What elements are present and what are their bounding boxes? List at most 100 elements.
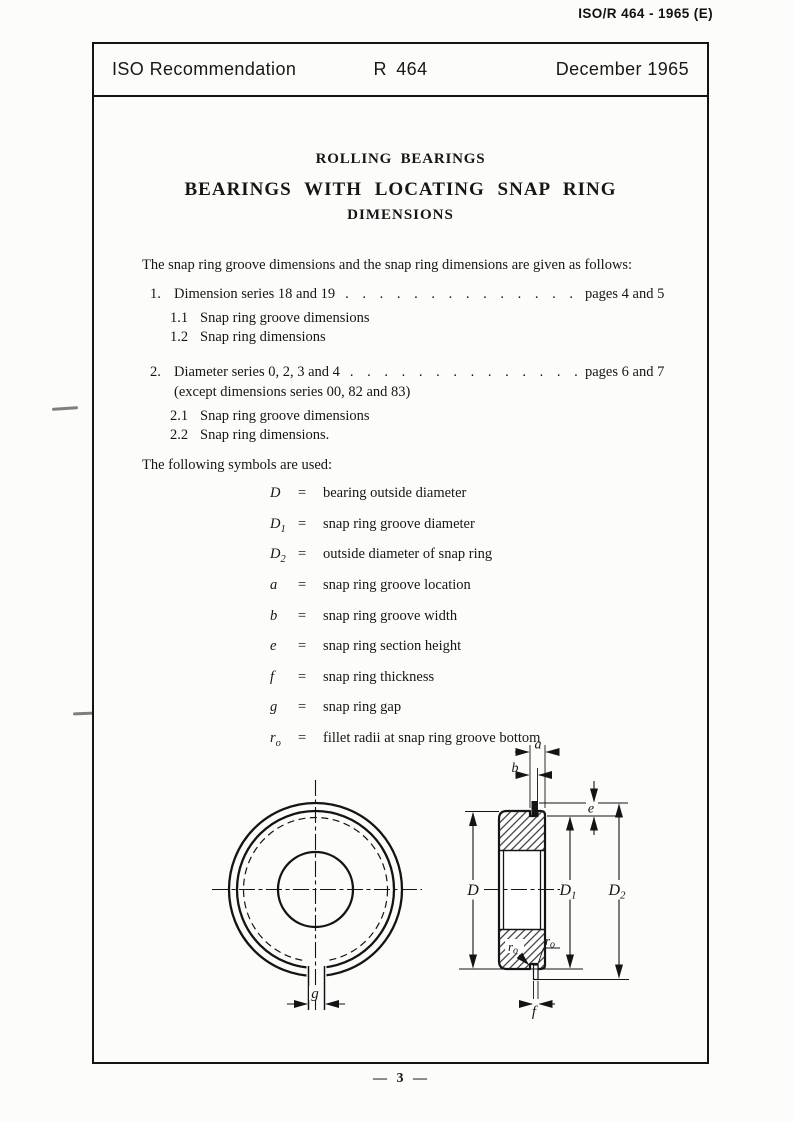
toc-subitem-label: Snap ring dimensions.: [200, 427, 330, 443]
content-frame: ISO Recommendation R 464 December 1965 R…: [92, 42, 709, 1064]
toc-subitem: 2.2 Snap ring dimensions.: [170, 426, 370, 445]
D2-dimension: D2: [607, 803, 626, 979]
equals-sign: =: [298, 515, 307, 532]
symbol-description: snap ring groove location: [323, 576, 471, 593]
symbol-letter: D: [270, 485, 281, 501]
r0-fillet-callout: ro: [505, 939, 530, 966]
symbol-row: b = snap ring groove width: [270, 604, 540, 635]
bearing-front-view: g: [212, 780, 422, 1010]
bearing-section-view: D D1 D2 e: [459, 738, 629, 1020]
document-header: ISO Recommendation R 464 December 1965: [94, 44, 707, 97]
symbol-description: snap ring groove diameter: [323, 515, 475, 532]
toc-subitem: 1.2 Snap ring dimensions: [170, 328, 370, 347]
toc-subitem-label: Snap ring groove dimensions: [200, 310, 370, 326]
g-dimension-label: g: [311, 986, 319, 1002]
b-dimension-label: b: [512, 761, 519, 776]
toc-item-label: Diameter series 0, 2, 3 and 4: [174, 364, 340, 380]
header-organization: ISO Recommendation: [112, 59, 297, 79]
symbol-letter: g: [270, 699, 278, 716]
f-dimension-label: f: [532, 1004, 538, 1020]
toc-item-pages: pages 6 and 7: [585, 364, 665, 380]
a-dimension-label: a: [535, 738, 542, 753]
toc-item-number: 1.: [150, 286, 161, 302]
snap-ring-section-top: [531, 801, 538, 816]
symbol-letter: e: [270, 638, 277, 655]
f-dimension: f: [519, 1000, 555, 1020]
e-dimension: e: [586, 781, 598, 835]
D1-dimension: D1: [558, 816, 577, 969]
symbols-intro: The following symbols are used:: [142, 457, 333, 473]
symbol-row: a = snap ring groove location: [270, 573, 540, 604]
toc-subitem-number: 2.2: [170, 427, 189, 443]
equals-sign: =: [298, 638, 307, 655]
symbol-description: snap ring section height: [323, 638, 462, 655]
r0-fillet-callout: ro: [538, 933, 560, 963]
equals-sign: =: [298, 485, 307, 501]
D-dimension: D: [466, 812, 479, 969]
header-number: R 464: [373, 59, 428, 79]
symbol-letter: D2: [270, 546, 286, 566]
symbol-description: snap ring gap: [323, 699, 402, 716]
toc-item-note: (except dimensions series 00, 82 and 83): [174, 384, 411, 400]
equals-sign: =: [298, 576, 307, 593]
symbol-row: e = snap ring section height: [270, 634, 540, 665]
symbol-description: fillet radii at snap ring groove bottom: [323, 730, 541, 747]
toc-subitem: 2.1 Snap ring groove dimensions: [170, 407, 370, 426]
symbol-description: snap ring thickness: [323, 668, 435, 685]
symbols-list: D = bearing outside diameter D1 = snap ring …: [270, 481, 540, 757]
symbol-row: ro = fillet radii at snap ring groove bott…: [270, 726, 540, 757]
bearing-technical-drawing: g: [212, 738, 629, 1020]
toc-dot-leader: . . . . . . . . . . . . . . . . . . . .: [349, 364, 585, 380]
toc-subitems-1: 1.1 Snap ring groove dimensions 1.2 Snap r…: [170, 309, 370, 347]
toc-subitem-number: 1.1: [170, 310, 189, 326]
scan-mark: [51, 406, 79, 411]
toc-dot-leader: . . . . . . . . . . . . . . . . . . .: [345, 286, 585, 302]
toc-subitem-number: 1.2: [170, 329, 189, 345]
symbol-row: D2 = outside diameter of snap ring: [270, 542, 540, 573]
symbol-letter: D1: [270, 515, 286, 535]
D1-dimension-label: D1: [558, 882, 576, 902]
equals-sign: =: [298, 607, 307, 624]
symbol-row: f = snap ring thickness: [270, 665, 540, 696]
toc-item-pages: pages 4 and 5: [585, 286, 665, 302]
page-number: — 3 —: [373, 1071, 428, 1086]
symbol-row: D1 = snap ring groove diameter: [270, 512, 540, 543]
symbol-row: g = snap ring gap: [270, 695, 540, 726]
symbol-letter: a: [270, 576, 278, 593]
symbol-letter: f: [270, 668, 275, 685]
snap-ring-section-bottom: [532, 964, 539, 981]
symbol-description: outside diameter of snap ring: [323, 546, 493, 563]
r0-label: ro: [545, 933, 555, 951]
a-dimension: a: [515, 738, 560, 756]
toc-item-number: 2.: [150, 364, 161, 380]
title-subtitle: DIMENSIONS: [347, 207, 454, 223]
toc-subitem-label: Snap ring groove dimensions: [200, 408, 370, 424]
header-date: December 1965: [555, 59, 689, 79]
top-section-hatching: [499, 811, 545, 851]
symbol-letter: ro: [270, 730, 281, 750]
toc-item-2: 2. Diameter series 0, 2, 3 and 4 . . . .…: [94, 364, 707, 381]
toc-subitem: 1.1 Snap ring groove dimensions: [170, 309, 370, 328]
equals-sign: =: [298, 699, 307, 716]
toc-subitem-label: Snap ring dimensions: [200, 329, 326, 345]
toc-item-label: Dimension series 18 and 19: [174, 286, 336, 302]
equals-sign: =: [298, 730, 307, 747]
symbol-description: snap ring groove width: [323, 607, 458, 624]
D2-dimension-label: D2: [607, 882, 626, 902]
D-dimension-label: D: [466, 882, 479, 899]
symbol-description: bearing outside diameter: [323, 485, 467, 501]
equals-sign: =: [298, 668, 307, 685]
r0-label: ro: [508, 939, 518, 957]
title-category: ROLLING BEARINGS: [315, 151, 486, 167]
toc-subitem-number: 2.1: [170, 408, 189, 424]
equals-sign: =: [298, 546, 307, 563]
symbol-letter: b: [270, 607, 278, 624]
symbol-row: D = bearing outside diameter: [270, 481, 540, 512]
page-title: BEARINGS WITH LOCATING SNAP RING: [184, 179, 617, 200]
intro-paragraph: The snap ring groove dimensions and the …: [142, 257, 633, 273]
toc-item-1: 1. Dimension series 18 and 19 . . . . . …: [94, 286, 707, 303]
e-dimension-label: e: [588, 802, 594, 817]
b-dimension: b: [512, 761, 552, 779]
toc-subitems-2: 2.1 Snap ring groove dimensions 2.2 Snap r…: [170, 407, 370, 445]
document-reference: ISO/R 464 - 1965 (E): [578, 6, 713, 21]
